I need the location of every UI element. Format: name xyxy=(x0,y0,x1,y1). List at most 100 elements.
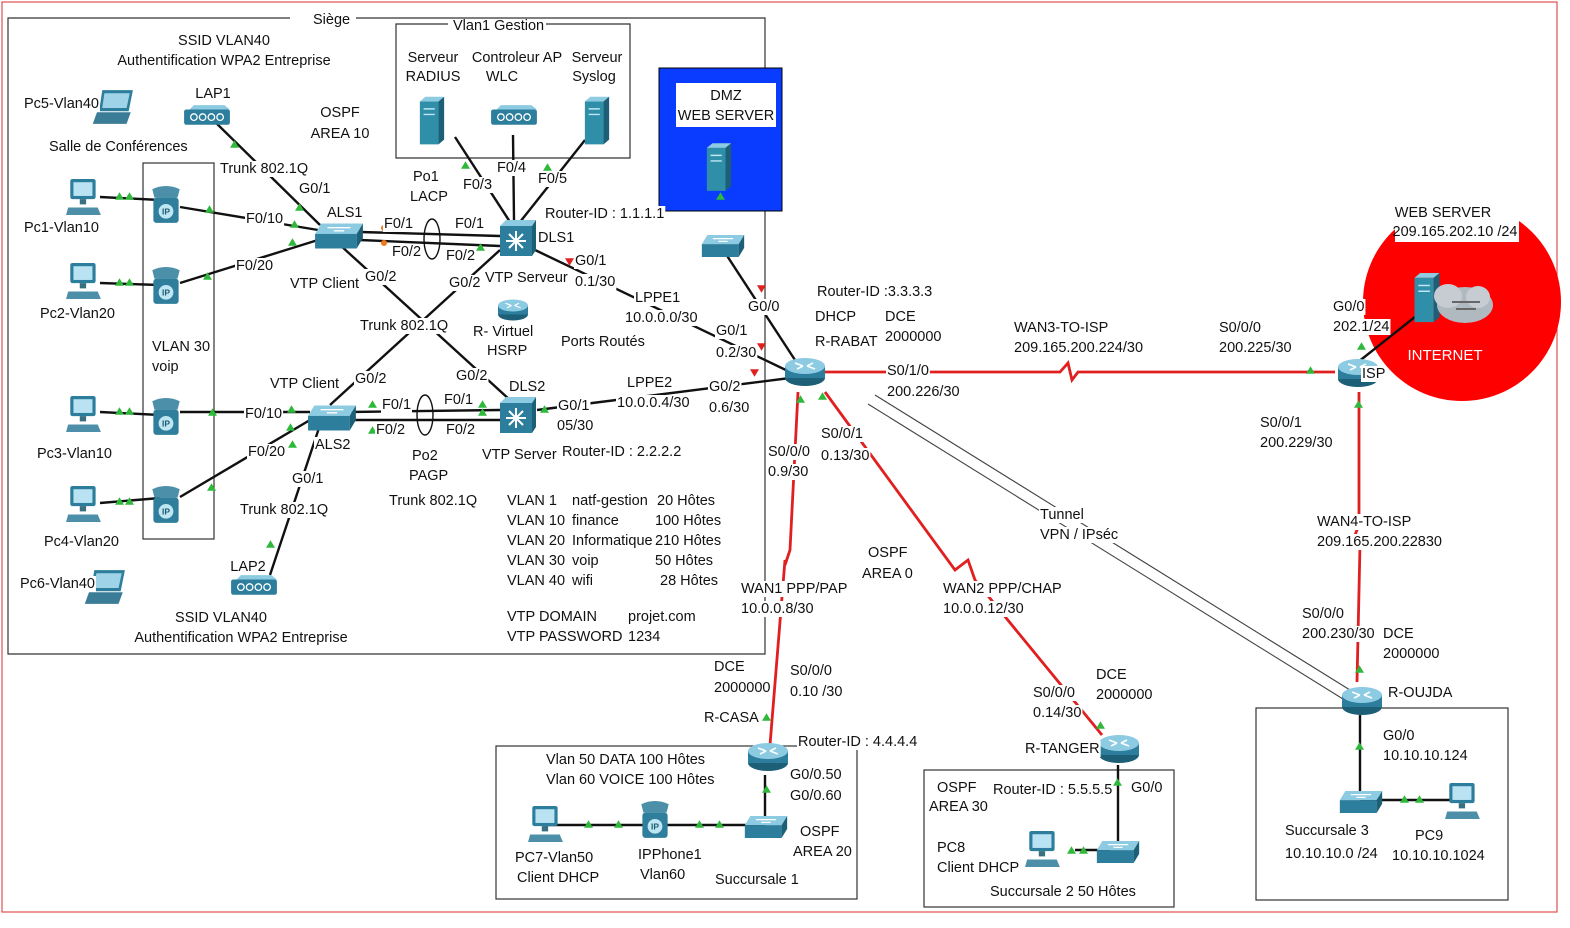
dls1-multilayer-switch[interactable] xyxy=(499,219,537,257)
label: F0/2 xyxy=(446,248,475,264)
ipphone1[interactable] xyxy=(641,801,669,838)
succursale2-switch[interactable] xyxy=(1096,840,1140,864)
succursale1-switch[interactable] xyxy=(744,815,788,839)
label-background xyxy=(740,581,849,597)
label: 05/30 xyxy=(557,418,593,434)
label-background xyxy=(462,177,494,193)
label: F0/1 xyxy=(444,392,473,408)
pc3-computer[interactable] xyxy=(66,396,101,432)
syslog-server[interactable] xyxy=(584,96,610,146)
ip-phone-4[interactable] xyxy=(152,486,180,523)
r-casa-router[interactable] xyxy=(747,742,789,772)
label: 10.0.0.0/30 xyxy=(625,310,698,326)
label: R-OUJDA xyxy=(1388,685,1453,701)
label: S0/0/0 xyxy=(768,444,810,460)
label: Syslog xyxy=(572,69,616,85)
label: R-TANGER xyxy=(1025,741,1100,757)
label-background xyxy=(1332,319,1391,335)
label: 10.0.0.12/30 xyxy=(943,601,1024,617)
vlan-table-hosts: 210 Hôtes xyxy=(655,533,721,549)
label: 202.1/24 xyxy=(1333,319,1389,335)
label: F0/20 xyxy=(236,258,273,274)
label: F0/2 xyxy=(392,244,421,260)
label: IPPhone1 xyxy=(638,847,702,863)
label-background xyxy=(19,576,96,592)
lap1-access-point[interactable] xyxy=(183,105,231,126)
label: G0/1 xyxy=(292,471,323,487)
label: Pc2-Vlan20 xyxy=(40,306,115,322)
label: F0/4 xyxy=(497,160,526,176)
als2-switch[interactable] xyxy=(307,404,357,432)
label: G0/1 xyxy=(575,253,606,269)
label-background xyxy=(537,230,576,246)
label-background xyxy=(789,767,843,783)
label: 200.230/30 xyxy=(1302,626,1375,642)
label-background xyxy=(484,69,520,85)
als1-switch[interactable] xyxy=(314,222,364,250)
radius-server[interactable] xyxy=(419,96,445,146)
label-background xyxy=(326,205,364,221)
label: Authentification WPA2 Entreprise xyxy=(117,53,330,69)
label: S0/0/0 xyxy=(1302,606,1344,622)
pc8-computer[interactable] xyxy=(1025,831,1060,867)
label: ALS2 xyxy=(315,437,350,453)
label-background xyxy=(616,395,691,411)
label: R-RABAT xyxy=(815,334,878,350)
label: G0/0.60 xyxy=(790,788,842,804)
pc4-computer[interactable] xyxy=(66,486,101,522)
po2-bundle xyxy=(416,394,434,436)
label: Vlan 50 DATA 100 Hôtes xyxy=(546,752,705,768)
label: Vlan 60 VOICE 100 Hôtes xyxy=(546,772,714,788)
label-background xyxy=(445,422,477,438)
ip-phone-1[interactable] xyxy=(152,186,180,223)
dmz-web-server[interactable] xyxy=(706,142,732,192)
vlan-table-hosts: 100 Hôtes xyxy=(655,513,721,529)
r-oujda-router[interactable] xyxy=(1341,686,1383,716)
label: OSPF xyxy=(320,105,360,121)
pc2-computer[interactable] xyxy=(66,263,101,299)
label: DCE xyxy=(885,309,916,325)
label-background xyxy=(942,601,1025,617)
label-background xyxy=(39,306,116,322)
label-background xyxy=(708,400,751,416)
label-background xyxy=(244,406,284,422)
diagram-labels: SSID VLAN40 Authentification WPA2 Entrep… xyxy=(19,33,1486,900)
lap2-access-point[interactable] xyxy=(230,575,278,596)
ip-phone-3[interactable] xyxy=(152,398,180,435)
label-background xyxy=(1039,527,1120,543)
label: F0/10 xyxy=(245,406,282,422)
label: Pc1-Vlan10 xyxy=(24,220,99,236)
label: Salle de Conférences xyxy=(49,139,188,155)
label: 200.229/30 xyxy=(1260,435,1333,451)
vlan-table-vlan: VLAN 30 xyxy=(507,553,565,569)
label: WAN1 PPP/PAP xyxy=(741,581,847,597)
pc1-computer[interactable] xyxy=(66,179,101,215)
outer-frame xyxy=(1,1,1558,913)
r-tanger-router[interactable] xyxy=(1098,734,1140,764)
label: Succursale 1 xyxy=(715,872,799,888)
label-background xyxy=(409,189,449,205)
r-rabat-router[interactable] xyxy=(784,357,826,387)
label-background xyxy=(715,345,758,361)
label-background xyxy=(1013,320,1110,336)
label-background xyxy=(1387,685,1454,701)
internet-cloud-icon xyxy=(1434,284,1493,323)
label: F0/1 xyxy=(384,216,413,232)
dmz-switch[interactable] xyxy=(701,234,745,258)
dls2-multilayer-switch[interactable] xyxy=(499,396,537,434)
succursale3-switch[interactable] xyxy=(1339,790,1383,814)
label-background xyxy=(470,50,564,66)
label-background xyxy=(298,181,332,197)
label-background xyxy=(314,437,352,453)
pc9-computer[interactable] xyxy=(1445,783,1480,819)
label-background xyxy=(116,53,332,69)
label: DCE xyxy=(714,659,745,675)
label: Pc6-Vlan40 xyxy=(20,576,95,592)
label: G0/2 xyxy=(449,275,480,291)
ip-phone-2[interactable] xyxy=(152,267,180,304)
label: 10.10.10.124 xyxy=(1383,748,1468,764)
label-background xyxy=(448,275,482,291)
wlc-controller[interactable] xyxy=(490,104,538,126)
label-background xyxy=(936,780,978,796)
siege-area-frame xyxy=(7,17,766,655)
